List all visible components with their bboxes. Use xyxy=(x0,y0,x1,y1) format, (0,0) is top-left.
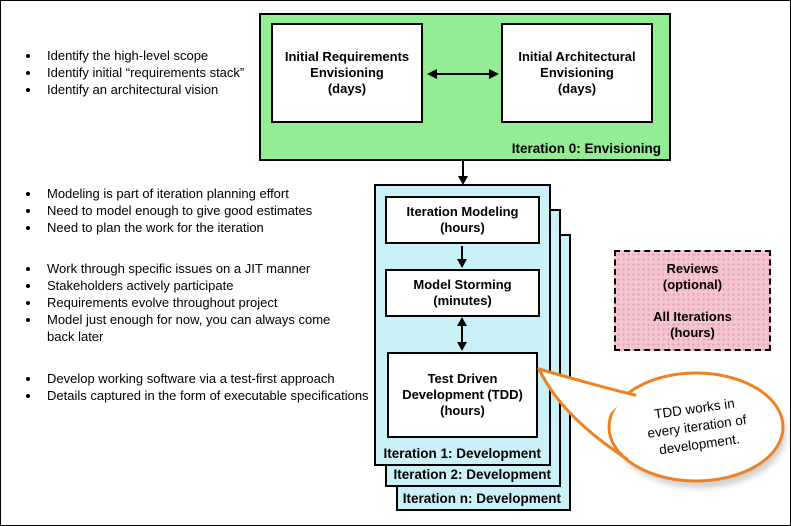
bullet-item: Requirements evolve throughout project xyxy=(41,294,381,311)
iteration-2-label: Iteration 2: Development xyxy=(393,467,551,482)
bullet-item: Need to plan the work for the iteration xyxy=(41,219,371,236)
initial-requirements-envisioning-box: Initial Requirements Envisioning (days) xyxy=(271,23,423,123)
bullet-item: Identify initial “requirements stack” xyxy=(41,64,341,81)
iteration0-envisioning-container: Initial Requirements Envisioning (days) … xyxy=(259,13,671,161)
initial-architectural-envisioning-box: Initial Architectural Envisioning (days) xyxy=(501,23,653,123)
model-storming-box: Model Storming (minutes) xyxy=(385,269,540,317)
bullet-item: Details captured in the form of executab… xyxy=(41,387,411,404)
bullet-item: Model just enough for now, you can alway… xyxy=(41,311,381,345)
iteration-n-label: Iteration n: Development xyxy=(402,491,561,506)
reviews-optional-box: Reviews (optional) All Iterations (hours… xyxy=(614,250,771,351)
iteration-1-label: Iteration 1: Development xyxy=(383,446,541,461)
bullet-group-model-storming: Work through specific issues on a JIT ma… xyxy=(13,260,381,345)
callout-text: TDD works in every iteration of developm… xyxy=(646,395,748,458)
bullet-item: Identify an architectural vision xyxy=(41,81,341,98)
iteration-1-development-container: Iteration Modeling (hours) Model Stormin… xyxy=(374,184,551,466)
envisioning-to-development-arrow xyxy=(458,159,468,185)
test-driven-development-box: Test Driven Development (TDD) (hours) xyxy=(387,352,538,438)
bullet-group-iteration-modeling: Modeling is part of iteration planning e… xyxy=(13,185,371,236)
bullet-item: Work through specific issues on a JIT ma… xyxy=(41,260,381,277)
bullet-item: Identify the high-level scope xyxy=(41,47,341,64)
iteration-modeling-box: Iteration Modeling (hours) xyxy=(385,196,540,244)
bullet-item: Modeling is part of iteration planning e… xyxy=(41,185,371,202)
iteration0-label: Iteration 0: Envisioning xyxy=(511,141,661,156)
bullet-group-tdd: Develop working software via a test-firs… xyxy=(13,370,411,404)
bullet-item: Need to model enough to give good estima… xyxy=(41,202,371,219)
bullet-item: Develop working software via a test-firs… xyxy=(41,370,411,387)
bullet-item: Stakeholders actively participate xyxy=(41,277,381,294)
bullet-group-envisioning: Identify the high-level scope Identify i… xyxy=(13,47,341,98)
